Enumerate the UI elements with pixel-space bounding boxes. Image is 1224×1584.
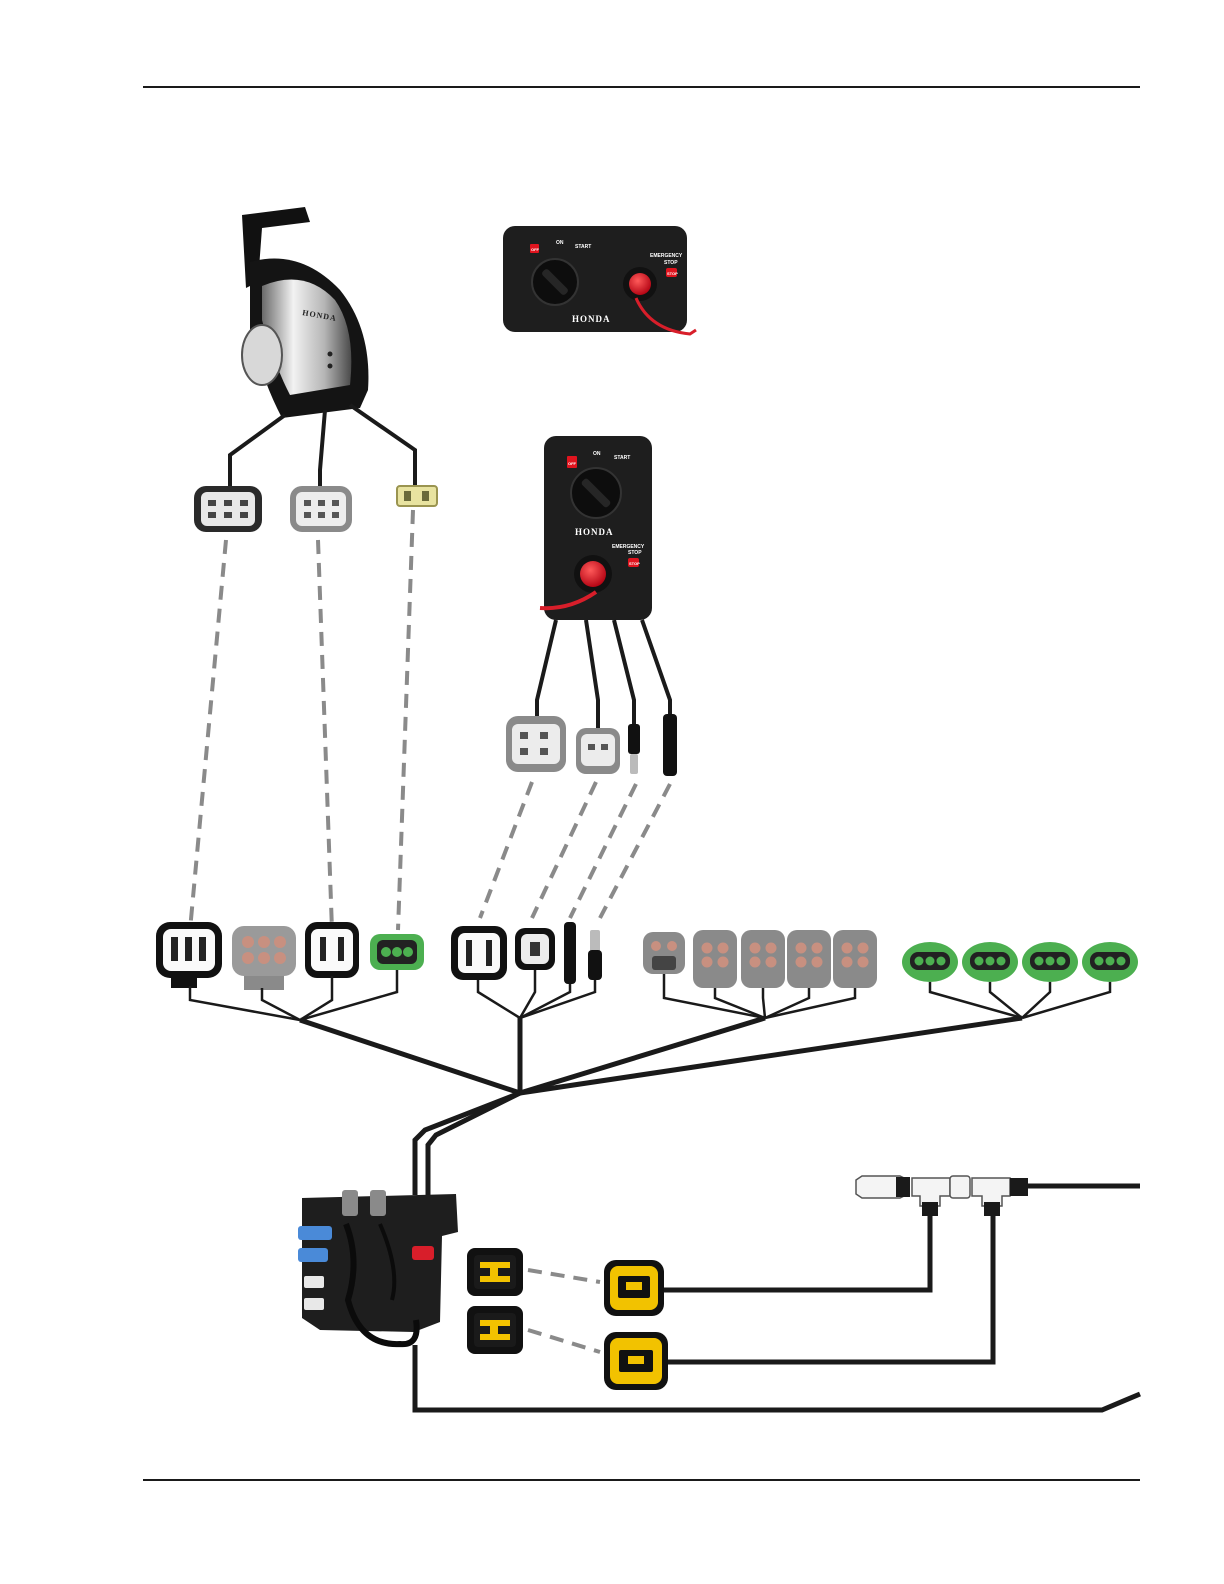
switch-panel-horizontal: OFF ON START EMERGENCY STOP STOP HONDA	[503, 226, 696, 334]
harness-trunks	[300, 1018, 1022, 1195]
harness-connector-b2	[515, 928, 555, 970]
v-on-label: ON	[593, 451, 601, 457]
v-brand: HONDA	[575, 527, 614, 537]
connector-panel-1	[506, 716, 566, 772]
harness-connector-a3	[305, 922, 359, 978]
harness-connector-b4	[588, 930, 602, 980]
nmea-cables	[664, 1186, 1140, 1362]
nmea-connector-left-2	[467, 1306, 523, 1354]
junction-blue-connector-1	[298, 1226, 332, 1240]
harness-connector-c5	[833, 930, 877, 988]
connector-panel-4	[663, 714, 677, 776]
junction-blue-connector-2	[298, 1248, 328, 1262]
connector-remote-1	[194, 486, 262, 532]
h-stop-button-label: STOP	[667, 271, 678, 276]
remote-wires	[230, 405, 415, 488]
harness-connector-d3	[1022, 942, 1078, 982]
h-stop-label: STOP	[664, 260, 678, 266]
harness-connector-b3	[564, 922, 576, 984]
nmea-connector-yellow-1	[604, 1260, 664, 1316]
h-start-label: START	[575, 244, 591, 250]
remote-indicator-2	[328, 364, 333, 369]
harness-connector-d2	[962, 942, 1018, 982]
harness-connector-c3	[741, 930, 785, 988]
v-off-label: OFF	[568, 461, 577, 466]
v-start-label: START	[614, 455, 630, 461]
remote-indicator-1	[328, 352, 333, 357]
switch-panel-vertical: OFF ON START HONDA EMERGENCY STOP STOP	[540, 436, 652, 620]
h-emergency-label: EMERGENCY	[650, 253, 683, 259]
remote-hub	[242, 325, 282, 385]
harness-connector-c2	[693, 930, 737, 988]
v-stop-button-label: STOP	[629, 561, 640, 566]
connector-remote-2	[290, 486, 352, 532]
remote-control-box: HONDA	[242, 207, 368, 418]
harness-connector-d1	[902, 942, 958, 982]
harness-connector-a1	[156, 922, 222, 988]
junction-box	[298, 1190, 458, 1344]
connector-remote-3	[397, 486, 437, 506]
dashed-links-lower	[528, 1270, 600, 1352]
harness-connector-c4	[787, 930, 831, 988]
junction-red-connector	[412, 1246, 434, 1260]
h-brand: HONDA	[572, 314, 611, 324]
nmea-tee-icon	[856, 1176, 1028, 1216]
harness-connector-a2	[232, 926, 296, 990]
panel-wires	[537, 620, 670, 730]
harness-connector-c1	[643, 932, 685, 974]
v-stop-label: STOP	[628, 550, 642, 556]
harness-connector-b1	[451, 926, 507, 980]
nmea-connector-left-1	[467, 1248, 523, 1296]
h-off-label: OFF	[531, 247, 540, 252]
harness-connector-d4	[1082, 942, 1138, 982]
connector-panel-3	[628, 724, 640, 774]
h-on-label: ON	[556, 240, 564, 246]
harness-connector-a4	[370, 934, 424, 970]
nmea-connector-yellow-2	[604, 1332, 668, 1390]
connector-panel-2	[576, 728, 620, 774]
junction-bottom-cable	[415, 1345, 1140, 1410]
